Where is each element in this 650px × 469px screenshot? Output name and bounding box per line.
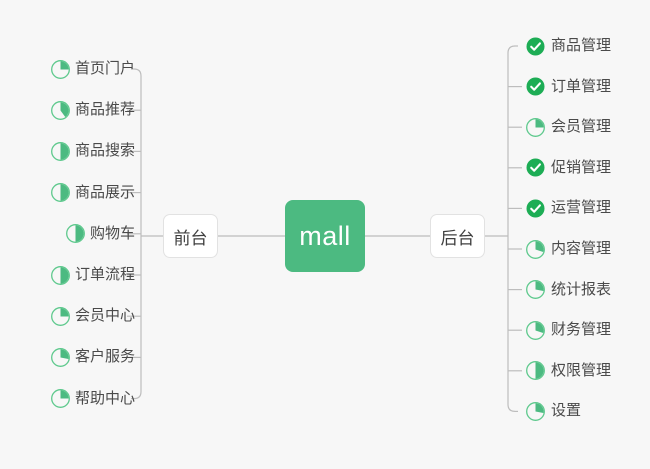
leaf-item-backend-6[interactable]: 统计报表 xyxy=(526,279,611,301)
root-node-mall[interactable]: mall xyxy=(285,200,365,272)
pie-progress-icon xyxy=(66,224,85,244)
leaf-label: 商品管理 xyxy=(551,37,612,54)
check-circle-icon xyxy=(526,77,545,96)
pie-progress-icon xyxy=(526,239,545,259)
leaf-item-backend-9[interactable]: 设置 xyxy=(526,400,581,422)
leaf-label: 会员管理 xyxy=(551,118,612,136)
leaf-label: 商品搜索 xyxy=(74,142,135,160)
pie-progress-icon xyxy=(526,401,545,421)
leaf-label: 订单流程 xyxy=(74,266,135,283)
branch-node-backend[interactable]: 后台 xyxy=(430,214,485,258)
leaf-item-backend-1[interactable]: 订单管理 xyxy=(526,76,611,98)
leaf-item-frontend-5[interactable]: 订单流程 xyxy=(51,264,135,286)
leaf-label: 促销管理 xyxy=(551,158,612,176)
leaf-item-frontend-0[interactable]: 首页门户 xyxy=(51,58,135,80)
leaf-label: 购物车 xyxy=(89,224,135,242)
pie-progress-icon xyxy=(51,389,70,409)
pie-progress-icon xyxy=(51,100,70,120)
leaf-item-frontend-7[interactable]: 客户服务 xyxy=(51,346,135,368)
leaf-label: 商品推荐 xyxy=(74,101,135,119)
pie-progress-icon xyxy=(526,320,545,340)
leaf-item-backend-0[interactable]: 商品管理 xyxy=(526,35,611,57)
pie-progress-icon xyxy=(526,280,545,300)
branch-label-frontend: 前台 xyxy=(173,228,208,248)
pie-progress-icon xyxy=(51,141,70,161)
leaf-item-backend-3[interactable]: 促销管理 xyxy=(526,157,611,179)
check-circle-icon xyxy=(526,199,545,218)
check-circle-icon xyxy=(526,37,545,56)
right-branch-spine xyxy=(507,45,516,412)
pie-progress-icon xyxy=(51,306,70,326)
leaf-item-frontend-8[interactable]: 帮助中心 xyxy=(51,388,135,410)
leaf-item-backend-4[interactable]: 运营管理 xyxy=(526,197,611,219)
leaf-item-frontend-6[interactable]: 会员中心 xyxy=(51,305,135,327)
leaf-item-backend-5[interactable]: 内容管理 xyxy=(526,238,611,260)
leaf-label: 设置 xyxy=(551,402,582,420)
pie-progress-icon xyxy=(51,265,70,285)
leaf-item-frontend-3[interactable]: 商品展示 xyxy=(51,182,135,204)
leaf-label: 权限管理 xyxy=(551,361,612,379)
leaf-item-backend-8[interactable]: 权限管理 xyxy=(526,360,611,382)
leaf-label: 财务管理 xyxy=(551,321,612,339)
pie-progress-icon xyxy=(51,347,70,367)
branch-label-backend: 后台 xyxy=(440,228,475,248)
pie-progress-icon xyxy=(51,183,70,203)
leaf-item-backend-7[interactable]: 财务管理 xyxy=(526,319,611,341)
leaf-item-frontend-4[interactable]: 购物车 xyxy=(66,223,135,245)
leaf-item-frontend-2[interactable]: 商品搜索 xyxy=(51,140,135,162)
leaf-label: 首页门户 xyxy=(74,60,135,77)
leaf-label: 会员中心 xyxy=(74,307,135,325)
leaf-label: 内容管理 xyxy=(551,240,612,257)
pie-progress-icon xyxy=(51,59,70,79)
pie-progress-icon xyxy=(526,361,545,381)
leaf-label: 帮助中心 xyxy=(74,389,135,407)
check-circle-icon xyxy=(526,158,545,177)
leaf-label: 统计报表 xyxy=(551,280,612,298)
leaf-label: 运营管理 xyxy=(551,199,612,217)
leaf-label: 商品展示 xyxy=(74,183,135,201)
branch-node-frontend[interactable]: 前台 xyxy=(163,214,218,258)
leaf-label: 客户服务 xyxy=(74,348,135,366)
leaf-item-backend-2[interactable]: 会员管理 xyxy=(526,116,611,138)
root-label: mall xyxy=(299,220,351,251)
pie-progress-icon xyxy=(526,117,545,137)
leaf-label: 订单管理 xyxy=(551,77,612,95)
leaf-item-frontend-1[interactable]: 商品推荐 xyxy=(51,99,135,121)
